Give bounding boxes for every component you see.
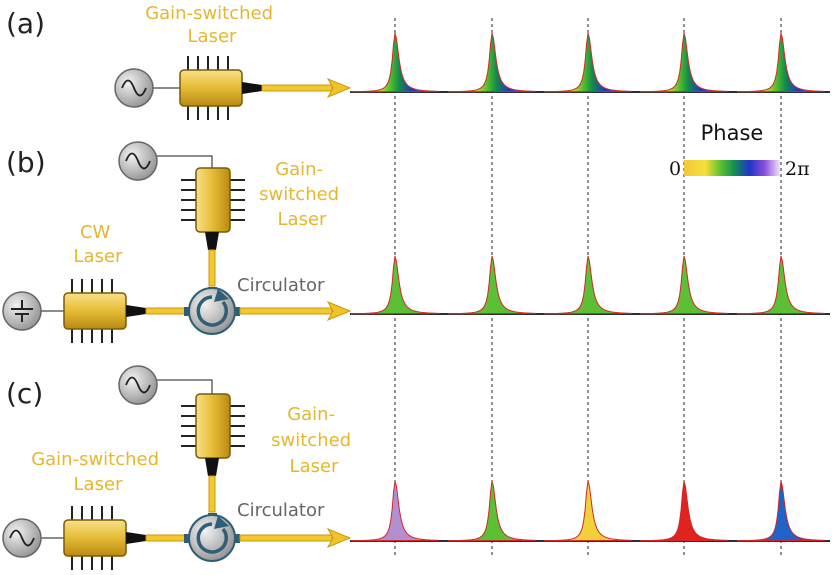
panel-b-label: (b) xyxy=(6,146,46,179)
panel-b: (b) Gain- switched Laser CW xyxy=(2,141,352,343)
circulator-icon xyxy=(184,287,240,335)
pulse-a-4 xyxy=(639,32,729,93)
dc-source-icon xyxy=(2,291,42,331)
pulse-c-5 xyxy=(736,480,826,542)
gain-switched-laser-icon xyxy=(181,167,245,250)
panel-b-circulator-label: Circulator xyxy=(237,275,325,296)
panel-c-label: (c) xyxy=(6,377,43,410)
panel-c-left-laser-label: Gain-switched Laser xyxy=(31,449,165,495)
pulse-b-1 xyxy=(350,255,440,315)
fiber-arrow xyxy=(239,300,352,322)
panel-c-gs-label: Gain- switched Laser xyxy=(271,404,357,477)
pulse-a-1 xyxy=(350,32,440,93)
ac-source-icon xyxy=(118,141,158,181)
pulse-c-2 xyxy=(447,480,537,542)
phase-legend-title: Phase xyxy=(701,121,764,145)
panel-b-cw-label: CW Laser xyxy=(74,222,124,267)
pulse-a-3 xyxy=(543,32,633,93)
panel-a-label: (a) xyxy=(6,7,45,40)
pulse-b-5 xyxy=(736,255,826,315)
ac-source-icon xyxy=(114,68,154,108)
ac-source-icon xyxy=(2,518,42,558)
gain-switched-laser-icon xyxy=(179,56,262,120)
circulator-icon xyxy=(184,513,240,562)
phase-legend-max: 2π xyxy=(785,158,810,180)
pulse-b-2 xyxy=(447,255,537,315)
fiber-arrow xyxy=(239,527,352,549)
panel-b-gs-label: Gain- switched Laser xyxy=(259,159,345,230)
pulse-c-4 xyxy=(639,480,729,542)
phase-legend: Phase 0 2π xyxy=(669,121,810,180)
phase-legend-min: 0 xyxy=(669,158,681,180)
pulse-a-5 xyxy=(736,32,826,93)
pulse-c-1 xyxy=(350,480,440,542)
panel-a-laser-label: Gain-switched Laser xyxy=(145,3,279,47)
panel-a: (a) Gain-switched Laser xyxy=(6,3,352,120)
ac-source-icon xyxy=(118,365,158,405)
pulse-b-4 xyxy=(639,255,729,315)
cw-laser-icon xyxy=(63,279,146,343)
pulse-c-3 xyxy=(543,480,633,542)
panel-c: (c) Gain- switched Laser Gain-sw xyxy=(2,365,357,570)
gain-switched-laser-icon xyxy=(181,393,245,476)
fiber-arrow xyxy=(261,77,352,99)
pulse-a-2 xyxy=(447,32,537,93)
phase-colorbar xyxy=(684,160,780,176)
pulse-b-3 xyxy=(543,255,633,315)
gain-switched-laser-icon xyxy=(63,506,146,570)
pulse-trains xyxy=(350,32,830,542)
panel-c-circulator-label: Circulator xyxy=(237,500,325,521)
